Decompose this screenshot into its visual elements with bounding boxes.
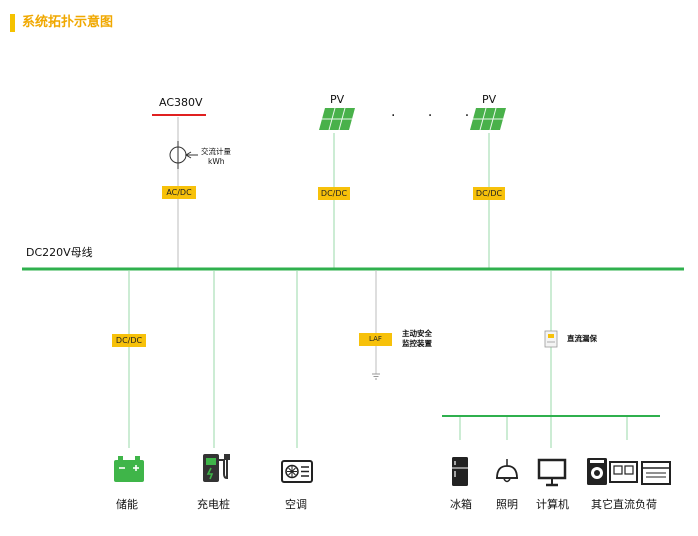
ev-charger-icon <box>203 454 230 482</box>
pv-ellipsis: · · · <box>391 108 484 124</box>
charger-label: 充电桩 <box>197 498 230 511</box>
lamp-label: 照明 <box>496 498 518 511</box>
other-appliances-icon <box>587 458 671 485</box>
fridge-icon <box>452 457 468 486</box>
pv2-label: PV <box>482 93 497 106</box>
ground-icon <box>372 373 380 380</box>
air-conditioner-icon <box>281 460 313 483</box>
battery-icon <box>114 456 144 482</box>
computer-label: 计算机 <box>536 498 569 511</box>
meter-label: 交流计量 <box>201 147 231 156</box>
safety-label-1: 主动安全 <box>402 329 432 338</box>
pv1-dc-converter: DC/DC <box>318 187 350 200</box>
pv-panel-icon <box>470 107 506 131</box>
breaker-icon <box>544 330 558 348</box>
fridge-label: 冰箱 <box>450 498 472 511</box>
storage-dc-converter: DC/DC <box>112 334 146 347</box>
lamp-icon <box>496 459 518 483</box>
pv2-dc-converter: DC/DC <box>473 187 505 200</box>
bus-label: DC220V母线 <box>26 246 93 259</box>
safety-label-2: 监控装置 <box>402 339 432 348</box>
aircon-label: 空调 <box>285 498 307 511</box>
page-title: 系统拓扑示意图 <box>22 15 114 30</box>
pv1-label: PV <box>330 93 345 106</box>
storage-label: 储能 <box>116 498 138 511</box>
meter-unit: kWh <box>208 157 225 166</box>
ac-source-label: AC380V <box>159 96 203 109</box>
pv-panel-icon <box>319 107 355 131</box>
safety-device-box: LAF <box>359 333 392 346</box>
computer-icon <box>537 458 567 487</box>
leakage-label: 直流漏保 <box>567 334 597 343</box>
ac-dc-converter: AC/DC <box>162 186 196 199</box>
title-accent-bar <box>10 14 15 32</box>
other-loads-label: 其它直流负荷 <box>591 498 657 511</box>
